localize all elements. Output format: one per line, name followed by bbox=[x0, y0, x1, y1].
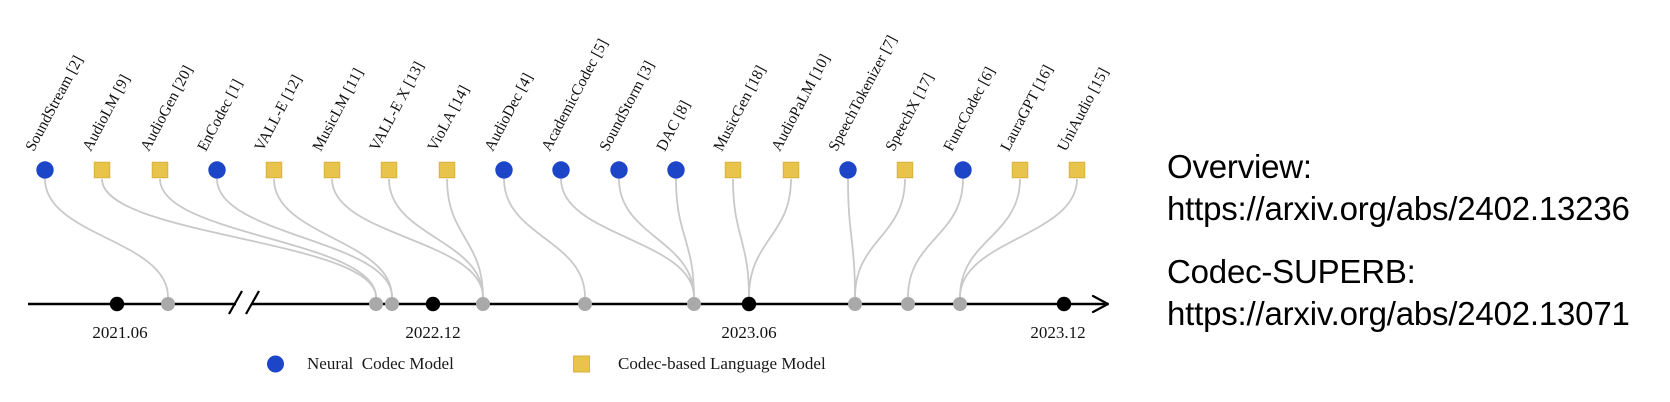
timeline-curve bbox=[159, 178, 377, 298]
axis-gray-dot bbox=[848, 297, 862, 311]
model-marker-lm bbox=[151, 161, 169, 179]
axis-date-dot bbox=[109, 296, 125, 312]
timeline-curve bbox=[101, 178, 377, 298]
legend-circle-icon bbox=[267, 355, 284, 373]
axis-date-dot bbox=[741, 296, 757, 312]
legend-item-neural-codec: Neural Codec Model bbox=[267, 354, 497, 373]
model-marker-codec bbox=[208, 161, 226, 179]
model-marker-lm bbox=[93, 161, 111, 179]
axis-date-dot bbox=[1056, 296, 1072, 312]
model-marker-codec bbox=[954, 161, 972, 179]
axis-date-label: 2021.06 bbox=[92, 323, 148, 342]
timeline-curve bbox=[44, 178, 169, 298]
legend-label: Codec-based Language Model bbox=[618, 354, 826, 373]
model-marker-codec bbox=[495, 161, 513, 179]
timeline-curve bbox=[959, 178, 1021, 298]
axis-gray-dot bbox=[385, 297, 399, 311]
timeline-curve bbox=[273, 178, 393, 298]
model-marker-lm bbox=[380, 161, 398, 179]
model-marker-lm bbox=[323, 161, 341, 179]
axis-gray-dot bbox=[578, 297, 592, 311]
axis-break-slash bbox=[245, 290, 260, 315]
model-marker-lm bbox=[1011, 161, 1029, 179]
axis-gray-dot bbox=[953, 297, 967, 311]
timeline-curve bbox=[618, 178, 695, 298]
timeline-curve bbox=[854, 178, 906, 298]
model-marker-codec bbox=[610, 161, 628, 179]
axis-date-label: 2023.06 bbox=[721, 323, 777, 342]
axis-gray-dot bbox=[687, 297, 701, 311]
axis-gray-dot bbox=[476, 297, 490, 311]
model-marker-lm bbox=[724, 161, 742, 179]
model-marker-lm bbox=[896, 161, 914, 179]
overview-url: https://arxiv.org/abs/2402.13236 bbox=[1167, 190, 1630, 227]
model-marker-codec bbox=[667, 161, 685, 179]
model-marker-lm bbox=[265, 161, 283, 179]
overview-group: Overview: https://arxiv.org/abs/2402.132… bbox=[1167, 146, 1630, 230]
timeline-curve bbox=[503, 178, 586, 298]
codec-superb-url: https://arxiv.org/abs/2402.13071 bbox=[1167, 295, 1630, 332]
axis-date-label: 2023.12 bbox=[1030, 323, 1086, 342]
axis-date-dot bbox=[425, 296, 441, 312]
model-marker-codec bbox=[36, 161, 54, 179]
axis-gray-dot bbox=[161, 297, 175, 311]
timeline-curve bbox=[216, 178, 393, 298]
legend-item-codec-lm: Codec-based Language Model bbox=[573, 354, 873, 373]
timeline-curve bbox=[560, 178, 695, 298]
overview-title: Overview: bbox=[1167, 148, 1312, 185]
axis-gray-dot bbox=[901, 297, 915, 311]
codec-superb-title: Codec-SUPERB: bbox=[1167, 253, 1416, 290]
legend-label: Neural Codec Model bbox=[307, 354, 454, 373]
timeline-curve bbox=[732, 178, 750, 298]
timeline-curve bbox=[675, 178, 695, 298]
model-marker-lm bbox=[1068, 161, 1086, 179]
axis-arrow-icon bbox=[1091, 294, 1110, 314]
right-panel: Overview: https://arxiv.org/abs/2402.132… bbox=[1167, 146, 1630, 335]
axis-gray-dot bbox=[369, 297, 383, 311]
codec-superb-group: Codec-SUPERB: https://arxiv.org/abs/2402… bbox=[1167, 251, 1630, 335]
timeline-curve bbox=[331, 178, 484, 298]
model-marker-codec bbox=[552, 161, 570, 179]
timeline-curve bbox=[959, 178, 1078, 298]
timeline-curve bbox=[388, 178, 484, 298]
model-marker-codec bbox=[839, 161, 857, 179]
timeline-curve bbox=[748, 178, 792, 298]
model-marker-lm bbox=[782, 161, 800, 179]
timeline-curve bbox=[907, 178, 964, 298]
axis-date-label: 2022.12 bbox=[405, 323, 461, 342]
timeline-curve bbox=[446, 178, 484, 298]
axis-break-slash bbox=[228, 290, 243, 315]
model-marker-lm bbox=[438, 161, 456, 179]
timeline-curve bbox=[847, 178, 856, 298]
legend-square-icon bbox=[573, 355, 590, 373]
